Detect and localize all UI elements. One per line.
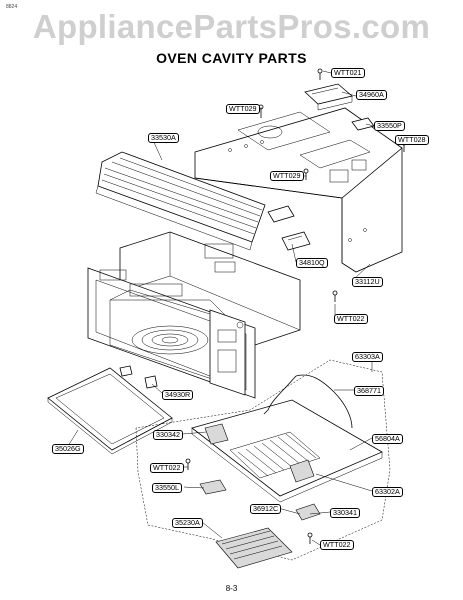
label-33550l: 33550L [152,483,182,493]
bracket-34810q [267,205,311,251]
label-368771: 368771 [354,386,384,396]
label-33112u: 33112U [352,277,383,287]
base-plate [191,399,383,503]
label-34930r: 34930R [162,390,194,400]
label-33550p: 33550P [374,121,405,131]
lamp-sockets [199,423,321,521]
label-wtt022-bottom: WTT022 [320,540,354,550]
label-63302a: 63302A [372,487,403,497]
bracket-34960a [304,83,353,111]
label-33530a: 33530A [148,133,179,143]
label-wtt022-left: WTT022 [150,463,184,473]
grille-33530a [95,151,266,251]
watermark: AppliancePartsPros.com [32,8,431,45]
label-35230a: 35230A [172,518,203,528]
label-56804a: 56804A [372,434,403,444]
label-wtt022-right: WTT022 [334,314,368,324]
label-35026g: 35026G [52,444,84,454]
glass-tray-35026g [47,367,173,455]
corner-code: 8824 [6,4,18,10]
label-330341: 330341 [330,508,360,518]
oven-cavity [87,231,301,399]
feet-34930r [119,365,158,389]
filter-35230a [215,527,293,569]
label-wtt028: WTT028 [395,135,429,145]
label-34960a: 34960A [356,90,387,100]
label-63303a: 63303A [352,352,383,362]
label-wtt029-mid: WTT029 [270,171,304,181]
label-wtt021: WTT021 [331,68,365,78]
lower-assembly-box [135,359,391,561]
screws [185,68,407,544]
label-34810q: 34810Q [296,258,328,268]
wire-harness-368771 [263,374,353,429]
page-title: OVEN CAVITY PARTS [156,50,307,66]
label-330342: 330342 [153,430,183,440]
label-36912c: 36912C [250,504,282,514]
label-wtt029-top: WTT029 [226,104,260,114]
page-number: 8-3 [225,584,238,593]
